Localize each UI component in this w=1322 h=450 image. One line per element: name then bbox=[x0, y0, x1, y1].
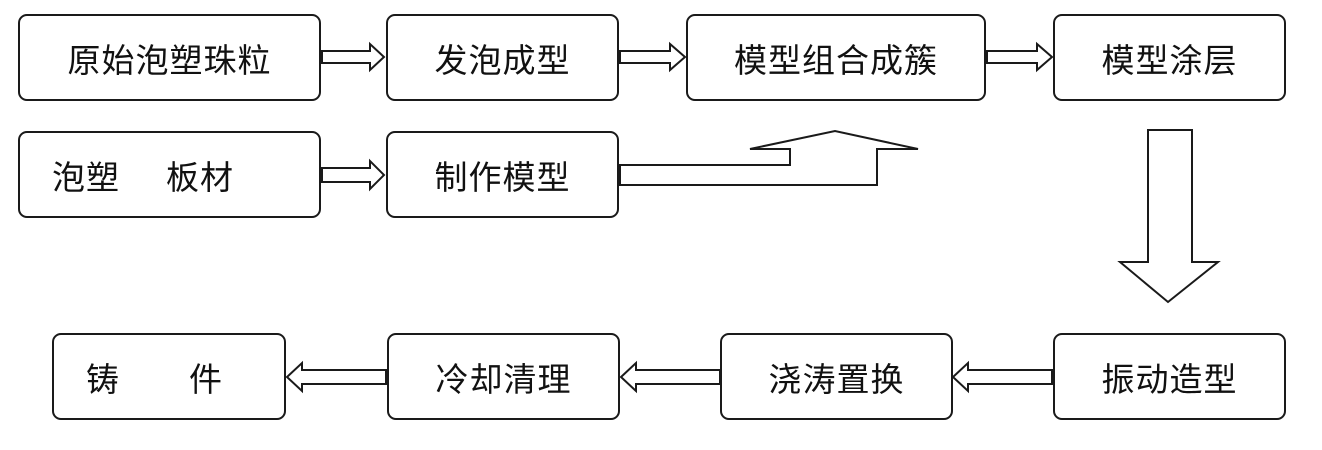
step-foaming: 发泡成型 bbox=[386, 14, 619, 101]
arrow-cleaning-to-casting bbox=[285, 360, 387, 394]
step-vibration: 振动造型 bbox=[1053, 333, 1286, 420]
step-cleaning: 冷却清理 bbox=[387, 333, 620, 420]
arrow-model-to-assembly bbox=[619, 129, 919, 186]
step-casting: 铸 件 bbox=[52, 333, 286, 420]
arrow-coating-to-vibration bbox=[1117, 129, 1221, 304]
arrow-assembly-to-coating bbox=[986, 41, 1054, 73]
arrow-foaming-to-assembly bbox=[619, 41, 687, 73]
step-make-model: 制作模型 bbox=[386, 131, 619, 218]
step-raw-beads: 原始泡塑珠粒 bbox=[18, 14, 321, 101]
arrow-pouring-to-cleaning bbox=[619, 360, 721, 394]
step-coating: 模型涂层 bbox=[1053, 14, 1286, 101]
step-assembly: 模型组合成簇 bbox=[686, 14, 986, 101]
arrow-beads-to-foaming bbox=[321, 41, 386, 73]
step-pouring: 浇涛置换 bbox=[720, 333, 953, 420]
arrow-board-to-model bbox=[321, 158, 386, 192]
arrow-vibration-to-pouring bbox=[951, 360, 1053, 394]
step-foam-board: 泡塑 板材 bbox=[18, 131, 321, 218]
